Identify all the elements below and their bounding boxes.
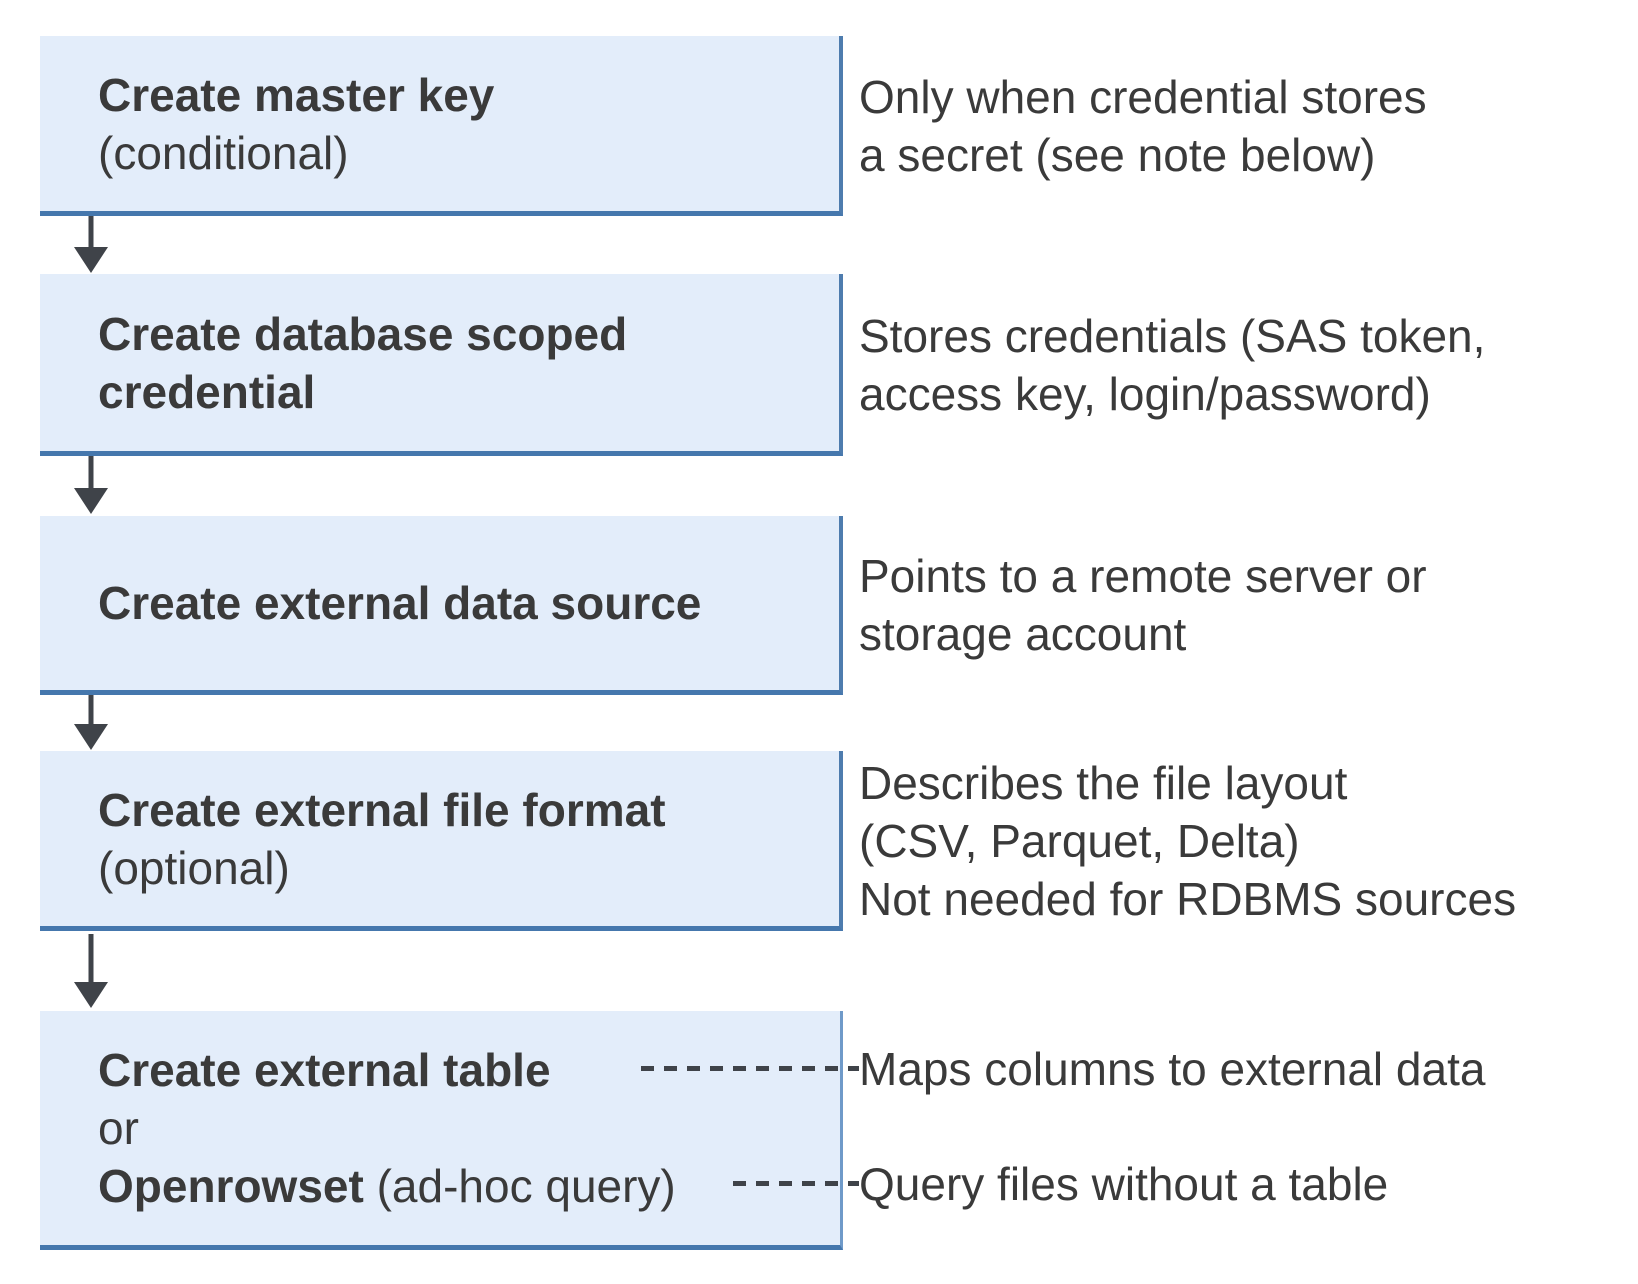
step-box-create-database-scoped-credential: Create database scoped credential [40, 274, 843, 456]
arrow-head-icon [74, 982, 108, 1008]
dashed-connector-external-table [641, 1066, 859, 1071]
arrow-head-icon [74, 724, 108, 750]
step-box-create-external-data-source: Create external data source [40, 516, 843, 695]
arrow-stem [88, 695, 94, 728]
step-box-create-external-file-format: Create external file format (optional) [40, 751, 843, 931]
step-or-label: or [98, 1102, 139, 1154]
note-line: (CSV, Parquet, Delta) [859, 815, 1300, 867]
arrow-head-icon [74, 247, 108, 273]
note-line: Query files without a table [859, 1158, 1389, 1210]
arrow-head-icon [74, 488, 108, 514]
down-arrow-connector [73, 695, 109, 750]
note-line: Stores credentials (SAS token, [859, 310, 1486, 362]
note-line: Only when credential stores [859, 71, 1427, 123]
step-box-create-master-key: Create master key (conditional) [40, 36, 843, 216]
note-line: a secret (see note below) [859, 129, 1376, 181]
arrow-stem [88, 216, 94, 251]
note-external-table: Maps columns to external data [859, 1040, 1629, 1098]
note-line: Describes the file layout [859, 757, 1348, 809]
note-line: Not needed for RDBMS sources [859, 873, 1517, 925]
note-line: access key, login/password) [859, 368, 1431, 420]
step-title: Create external data source [98, 577, 702, 629]
dashed-connector-openrowset [733, 1181, 859, 1186]
step-title: Create database scoped [98, 307, 628, 360]
note-line: Points to a remote server or [859, 550, 1427, 602]
step-subtitle: (optional) [98, 841, 290, 894]
step-subtitle: (conditional) [98, 126, 349, 179]
adhoc-query-label: (ad-hoc query) [363, 1160, 676, 1212]
note-master-key: Only when credential stores a secret (se… [859, 68, 1629, 184]
down-arrow-connector [73, 456, 109, 514]
arrow-stem [88, 934, 94, 986]
note-line: storage account [859, 608, 1187, 660]
step-title: Create external file format [98, 783, 666, 836]
arrow-stem [88, 456, 94, 492]
step-title: Create external table [98, 1044, 551, 1096]
note-external-data-source: Points to a remote server or storage acc… [859, 547, 1629, 663]
down-arrow-connector [73, 934, 109, 1008]
step-box-create-external-table-or-openrowset: Create external table or Openrowset (ad-… [40, 1011, 843, 1250]
step-title-line2: credential [98, 365, 316, 418]
step-title: Create master key [98, 68, 495, 121]
note-line: Maps columns to external data [859, 1043, 1486, 1095]
note-openrowset: Query files without a table [859, 1155, 1629, 1213]
note-external-file-format: Describes the file layout (CSV, Parquet,… [859, 754, 1629, 928]
step-title-openrowset: Openrowset (ad-hoc query) [98, 1157, 840, 1215]
down-arrow-connector [73, 216, 109, 273]
openrowset-label: Openrowset [98, 1160, 364, 1212]
note-scoped-credential: Stores credentials (SAS token, access ke… [859, 307, 1629, 423]
